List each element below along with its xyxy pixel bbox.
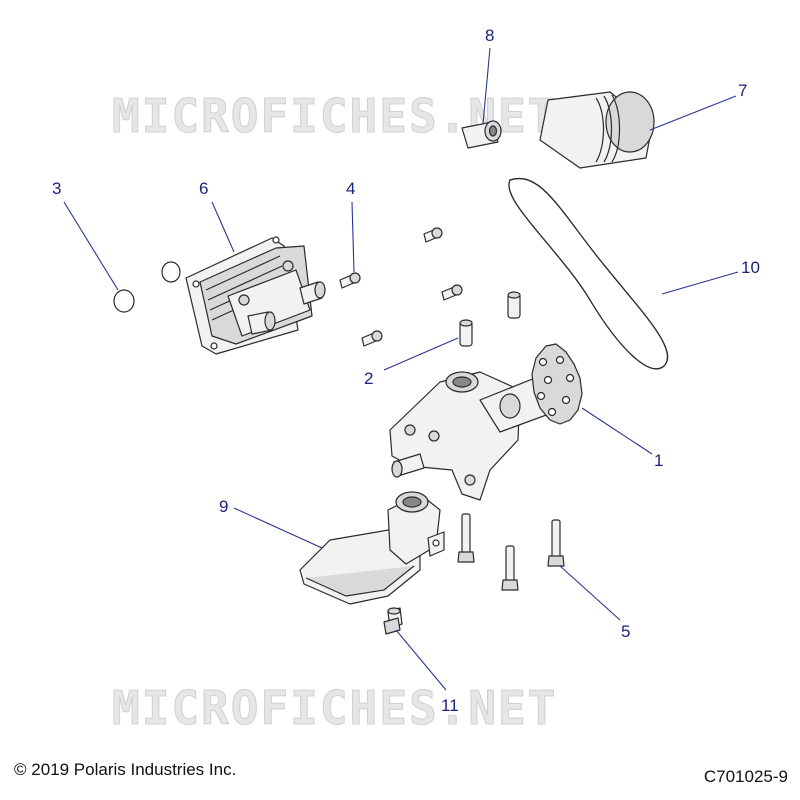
leader-1 [581,407,653,455]
callout-2: 2 [364,369,373,388]
leader-6 [211,201,235,253]
callout-4: 4 [346,179,355,198]
watermark-top: MICROFICHES.NET [112,89,557,143]
part-11-bolt [383,607,403,635]
figure-id: C701025-9 [703,767,788,786]
copyright-notice: © 2019 Polaris Industries Inc. [14,760,237,779]
part-7-oil-filter [539,91,655,169]
part-3-o-ring [113,289,135,313]
part-5-bolts [457,513,565,591]
callout-7: 7 [738,81,747,100]
leader-9 [233,507,323,549]
leader-3 [63,201,119,291]
part-10-drive-belt [508,177,669,370]
callout-5: 5 [621,622,630,641]
part-1-oil-pump [389,343,583,501]
part-4-bolt [339,272,361,289]
callout-6: 6 [199,179,208,198]
leader-8 [482,47,491,125]
callout-10: 10 [741,258,760,277]
callout-3: 3 [52,179,61,198]
part-2-dowels [361,227,521,347]
leader-2 [383,337,459,371]
part-6-oil-cooler [161,236,326,355]
callout-8: 8 [485,26,494,45]
leader-7 [649,95,737,131]
watermark-bottom: MICROFICHES.NET [112,681,557,735]
callout-9: 9 [219,497,228,516]
leader-11 [395,629,447,691]
part-8-bushing [461,120,502,149]
part-9-oil-strainer [299,491,445,605]
leader-10 [661,271,739,295]
leader-5 [559,565,621,621]
leader-4 [351,201,355,273]
callout-1: 1 [654,451,663,470]
callout-11: 11 [441,696,459,715]
